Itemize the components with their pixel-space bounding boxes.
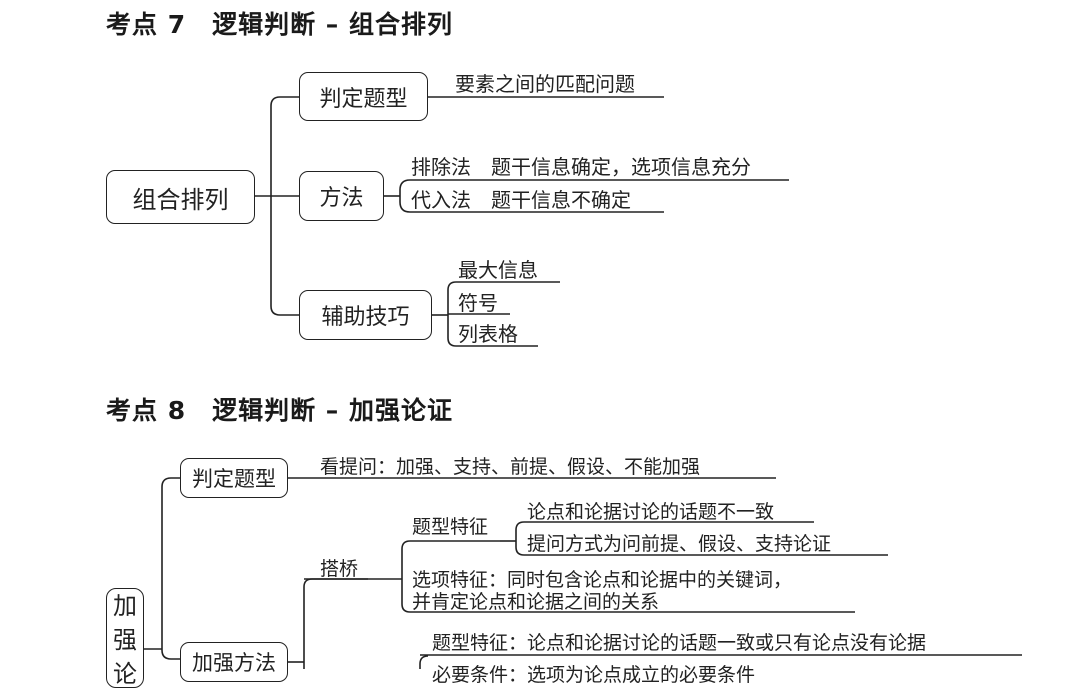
section8-leaf-question-keywords: 看提问：加强、支持、前提、假设、不能加强 [320, 456, 701, 478]
section7-leaf-symbol: 符号 [458, 291, 498, 315]
section8-branch-strengthen-method: 加强方法 [180, 642, 288, 682]
section7-root-node: 组合排列 [106, 170, 255, 224]
section8-leaf-topic-consistent: 题型特征：论点和论据讨论的话题一致或只有论点没有论据 [432, 632, 927, 654]
section8-bridge-option-feature-line1: 选项特征：同时包含论点和论据中的关键词， [412, 569, 793, 591]
section7-leaf-max-info: 最大信息 [458, 258, 538, 282]
section7-branch-judge-type: 判定题型 [299, 72, 428, 121]
section8-heading: 考点 8 逻辑判断 – 加强论证 [106, 396, 454, 425]
section7-branch-aux-skills: 辅助技巧 [299, 290, 432, 340]
section8-bridge-leaf-topic-mismatch: 论点和论据讨论的话题不一致 [527, 501, 775, 523]
section8-sub-bridge: 搭桥 [320, 558, 359, 580]
section7-leaf-table: 列表格 [458, 322, 518, 346]
root-char: 论 [113, 660, 137, 688]
section8-branch-judge-type: 判定题型 [180, 458, 288, 498]
section8-leaf-necessary-condition: 必要条件：选项为论点成立的必要条件 [432, 664, 756, 686]
root-char: 加 [113, 592, 137, 620]
section8-bridge-type-feature: 题型特征 [412, 516, 489, 538]
section7-heading: 考点 7 逻辑判断 – 组合排列 [106, 10, 454, 39]
section7-leaf-exclusion: 排除法 题干信息确定，选项信息充分 [411, 155, 751, 179]
section7-leaf-match-problem: 要素之间的匹配问题 [455, 72, 635, 96]
root-char: 强 [113, 626, 137, 654]
section7-leaf-substitution: 代入法 题干信息不确定 [411, 188, 631, 212]
section8-root-node: 加 强 论 [106, 588, 144, 688]
connector-lines [144, 96, 1022, 669]
section8-bridge-leaf-question-style: 提问方式为问前提、假设、支持论证 [527, 533, 832, 555]
section7-branch-method: 方法 [299, 171, 384, 221]
section8-bridge-option-feature-line2: 并肯定论点和论据之间的关系 [412, 591, 660, 613]
